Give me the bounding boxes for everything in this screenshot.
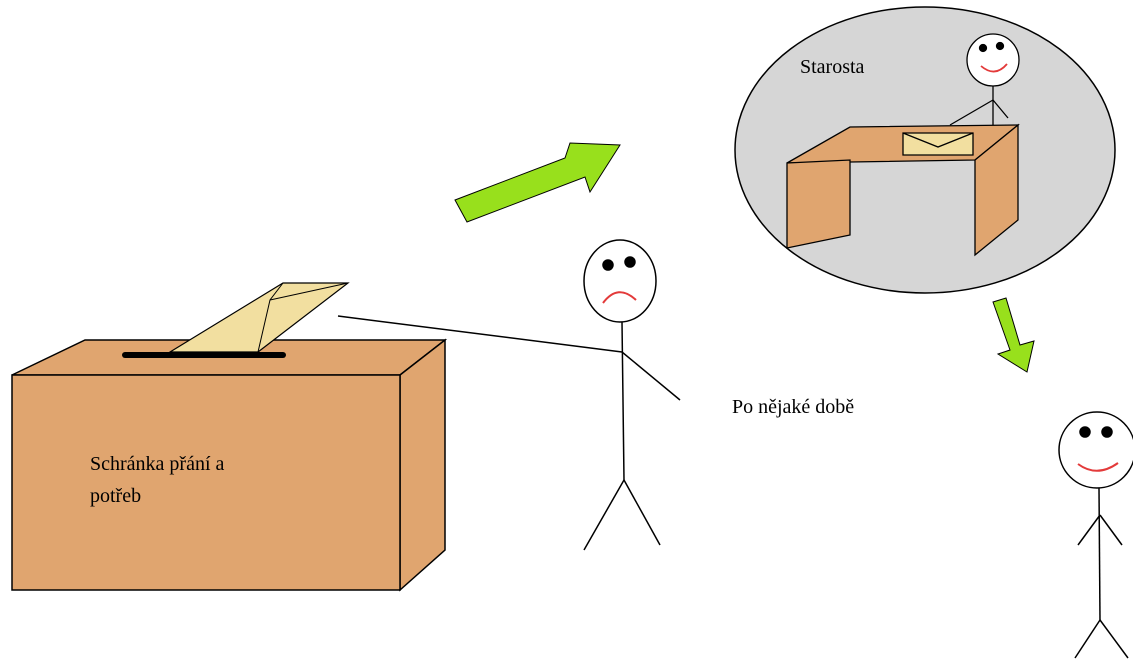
wish-box-side	[399, 338, 446, 592]
mayor-label: Starosta	[800, 56, 865, 78]
mayor-arm-right	[992, 99, 1009, 119]
time-label: Po nějaké době	[732, 396, 854, 418]
sad-citizen-eye-right	[624, 256, 636, 268]
sad-citizen-leg-left	[583, 479, 625, 551]
desk	[786, 123, 1020, 257]
desk-envelope-flap	[902, 132, 974, 148]
sad-citizen-head	[583, 239, 657, 323]
frown-mouth	[602, 291, 637, 304]
happy-citizen-leg-left	[1074, 619, 1101, 659]
mayor	[949, 33, 1020, 126]
ballot-envelope-edge	[269, 282, 349, 301]
mayor-eye-right	[995, 41, 1005, 51]
sad-citizen-body	[621, 321, 625, 481]
mayor-head	[966, 33, 1020, 87]
happy-citizen-leg-right	[1099, 619, 1129, 659]
mayor-eye-left	[978, 43, 988, 53]
mayor-bubble: Starosta	[734, 6, 1116, 294]
desk-front-leg	[974, 123, 1019, 257]
arrow-down	[992, 297, 1035, 373]
happy-citizen-head	[1058, 411, 1133, 489]
wish-box-label-line1: Schránka přání a	[90, 453, 225, 475]
sad-citizen-arm-left	[337, 315, 623, 353]
mayor-smile	[980, 63, 1008, 73]
smile-mouth	[1077, 462, 1119, 472]
happy-citizen	[1058, 411, 1133, 659]
arrow-to-mayor	[454, 142, 621, 223]
desk-envelope	[902, 132, 974, 156]
happy-citizen-arm-left	[1077, 514, 1101, 546]
sad-citizen-eye-left	[602, 259, 614, 271]
happy-citizen-eye-left	[1079, 426, 1091, 438]
happy-citizen-eye-right	[1101, 426, 1113, 438]
wish-box-front	[11, 374, 401, 591]
sad-citizen-leg-right	[623, 479, 661, 546]
sad-citizen-arm-right	[621, 351, 681, 401]
mayor-arm	[949, 99, 994, 126]
wish-box: Schránka přání a potřeb	[11, 282, 448, 592]
happy-citizen-body	[1098, 487, 1101, 621]
happy-citizen-arm-right	[1099, 514, 1123, 546]
sad-citizen	[337, 239, 681, 551]
wish-box-label-line2: potřeb	[90, 485, 141, 507]
desk-left-leg	[786, 159, 851, 249]
